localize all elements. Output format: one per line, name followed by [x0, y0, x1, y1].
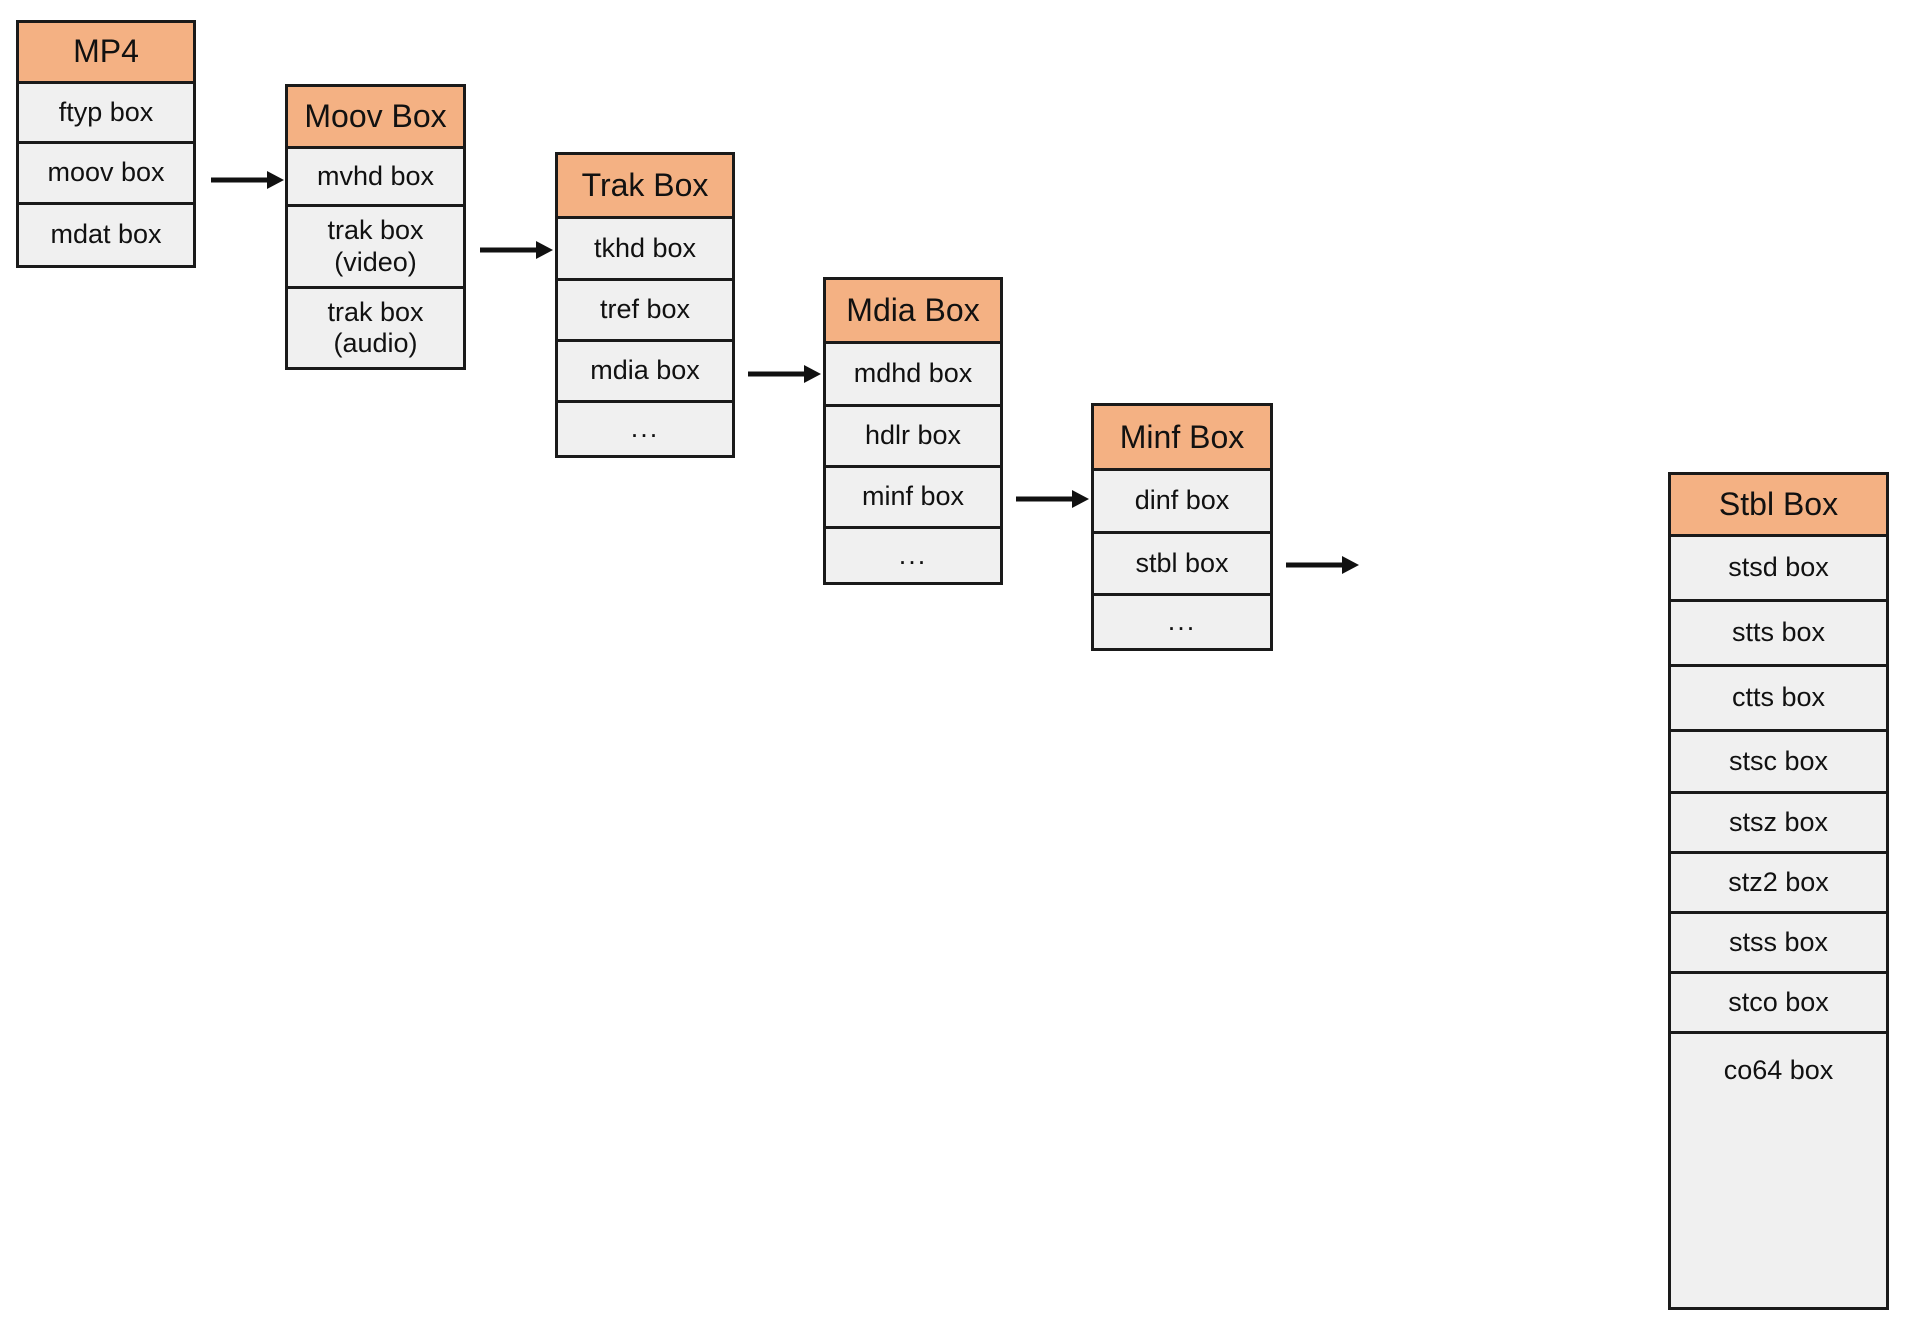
- box-cell-trak-video: trak box (video): [288, 207, 463, 289]
- box-cell-minf: minf box: [826, 468, 1000, 529]
- box-cell-stsd: stsd box: [1671, 537, 1886, 602]
- box-cell-stsc: stsc box: [1671, 732, 1886, 794]
- box-cell-tkhd: tkhd box: [558, 219, 732, 281]
- box-cell-stts: stts box: [1671, 602, 1886, 667]
- box-cell-trak-more: ...: [558, 403, 732, 455]
- arrow-mp4-to-moov: [211, 168, 284, 192]
- box-cell-ctts: ctts box: [1671, 667, 1886, 732]
- box-cell-co64: co64 box: [1671, 1034, 1886, 1107]
- box-header-trak: Trak Box: [558, 155, 732, 219]
- box-cell-mdhd: mdhd box: [826, 344, 1000, 407]
- box-group-minf: Minf Box dinf box stbl box ...: [1091, 403, 1273, 651]
- box-header-stbl: Stbl Box: [1671, 475, 1886, 537]
- box-header-mp4: MP4: [19, 23, 193, 84]
- box-cell-hdlr: hdlr box: [826, 407, 1000, 468]
- box-group-trak: Trak Box tkhd box tref box mdia box ...: [555, 152, 735, 458]
- box-cell-stbl: stbl box: [1094, 534, 1270, 596]
- box-cell-tref: tref box: [558, 281, 732, 342]
- box-header-moov: Moov Box: [288, 87, 463, 149]
- arrow-moov-to-trak: [480, 238, 553, 262]
- box-cell-stss: stss box: [1671, 914, 1886, 974]
- arrow-minf-to-stbl: [1286, 553, 1359, 577]
- box-group-moov: Moov Box mvhd box trak box (video) trak …: [285, 84, 466, 370]
- box-cell-moov: moov box: [19, 144, 193, 205]
- box-group-mdia: Mdia Box mdhd box hdlr box minf box ...: [823, 277, 1003, 585]
- box-cell-mdia-more: ...: [826, 529, 1000, 582]
- box-group-mp4: MP4 ftyp box moov box mdat box: [16, 20, 196, 268]
- box-cell-stz2: stz2 box: [1671, 854, 1886, 914]
- box-cell-stsz: stsz box: [1671, 794, 1886, 854]
- box-cell-stco: stco box: [1671, 974, 1886, 1034]
- box-cell-mdia: mdia box: [558, 342, 732, 403]
- box-header-mdia: Mdia Box: [826, 280, 1000, 344]
- box-header-minf: Minf Box: [1094, 406, 1270, 471]
- box-cell-trak-audio: trak box (audio): [288, 289, 463, 367]
- box-cell-ftyp: ftyp box: [19, 83, 193, 145]
- box-cell-dinf: dinf box: [1094, 471, 1270, 534]
- arrow-trak-to-mdia: [748, 362, 821, 386]
- box-group-stbl: Stbl Box stsd box stts box ctts box stsc…: [1668, 472, 1889, 1310]
- arrow-mdia-to-minf: [1016, 487, 1089, 511]
- box-cell-minf-more: ...: [1094, 596, 1270, 648]
- box-cell-mvhd: mvhd box: [288, 149, 463, 207]
- box-cell-mdat: mdat box: [19, 204, 193, 265]
